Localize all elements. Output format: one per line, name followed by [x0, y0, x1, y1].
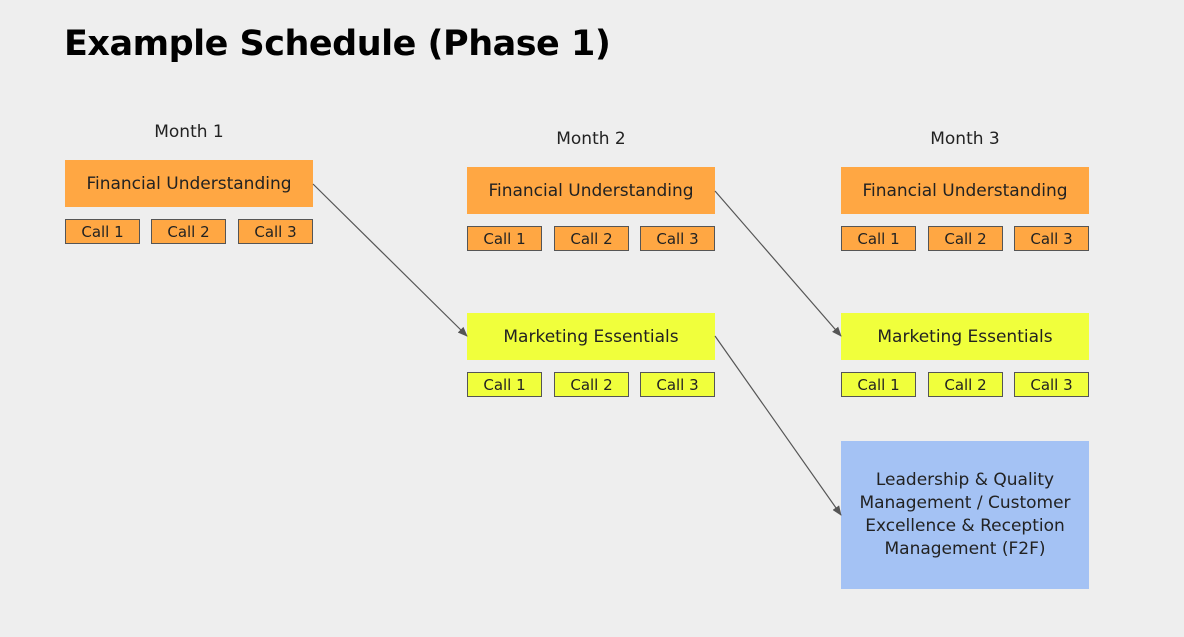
- month-2-marketing-call-2: Call 2: [554, 372, 629, 397]
- month-2-label: Month 2: [556, 129, 626, 149]
- month-1-label: Month 1: [154, 122, 224, 142]
- month-3-financial-call-2: Call 2: [928, 226, 1003, 251]
- month-1-financial-call-2: Call 2: [151, 219, 226, 244]
- month-3-leadership-f2f: Leadership & Quality Management / Custom…: [841, 441, 1089, 589]
- month-2-financial-understanding: Financial Understanding: [467, 167, 715, 214]
- month-3-label: Month 3: [930, 129, 1000, 149]
- month-2-financial-call-3: Call 3: [640, 226, 715, 251]
- month-2-marketing-call-1: Call 1: [467, 372, 542, 397]
- month-3-marketing-essentials: Marketing Essentials: [841, 313, 1089, 360]
- month-3-financial-understanding: Financial Understanding: [841, 167, 1089, 214]
- page-title: Example Schedule (Phase 1): [64, 24, 611, 64]
- month-1-financial-understanding: Financial Understanding: [65, 160, 313, 207]
- month-1-financial-call-1: Call 1: [65, 219, 140, 244]
- month-3-marketing-call-2: Call 2: [928, 372, 1003, 397]
- month-2-marketing-call-3: Call 3: [640, 372, 715, 397]
- arrow-m2-marketing-to-m3-leadership: [714, 335, 842, 516]
- month-3-financial-call-3: Call 3: [1014, 226, 1089, 251]
- arrow-m2-financial-to-m3-marketing: [714, 190, 842, 337]
- month-1-financial-call-3: Call 3: [238, 219, 313, 244]
- month-3-marketing-call-3: Call 3: [1014, 372, 1089, 397]
- month-2-financial-call-2: Call 2: [554, 226, 629, 251]
- arrow-m1-financial-to-m2-marketing: [312, 183, 468, 337]
- month-3-financial-call-1: Call 1: [841, 226, 916, 251]
- month-3-marketing-call-1: Call 1: [841, 372, 916, 397]
- month-2-marketing-essentials: Marketing Essentials: [467, 313, 715, 360]
- month-2-financial-call-1: Call 1: [467, 226, 542, 251]
